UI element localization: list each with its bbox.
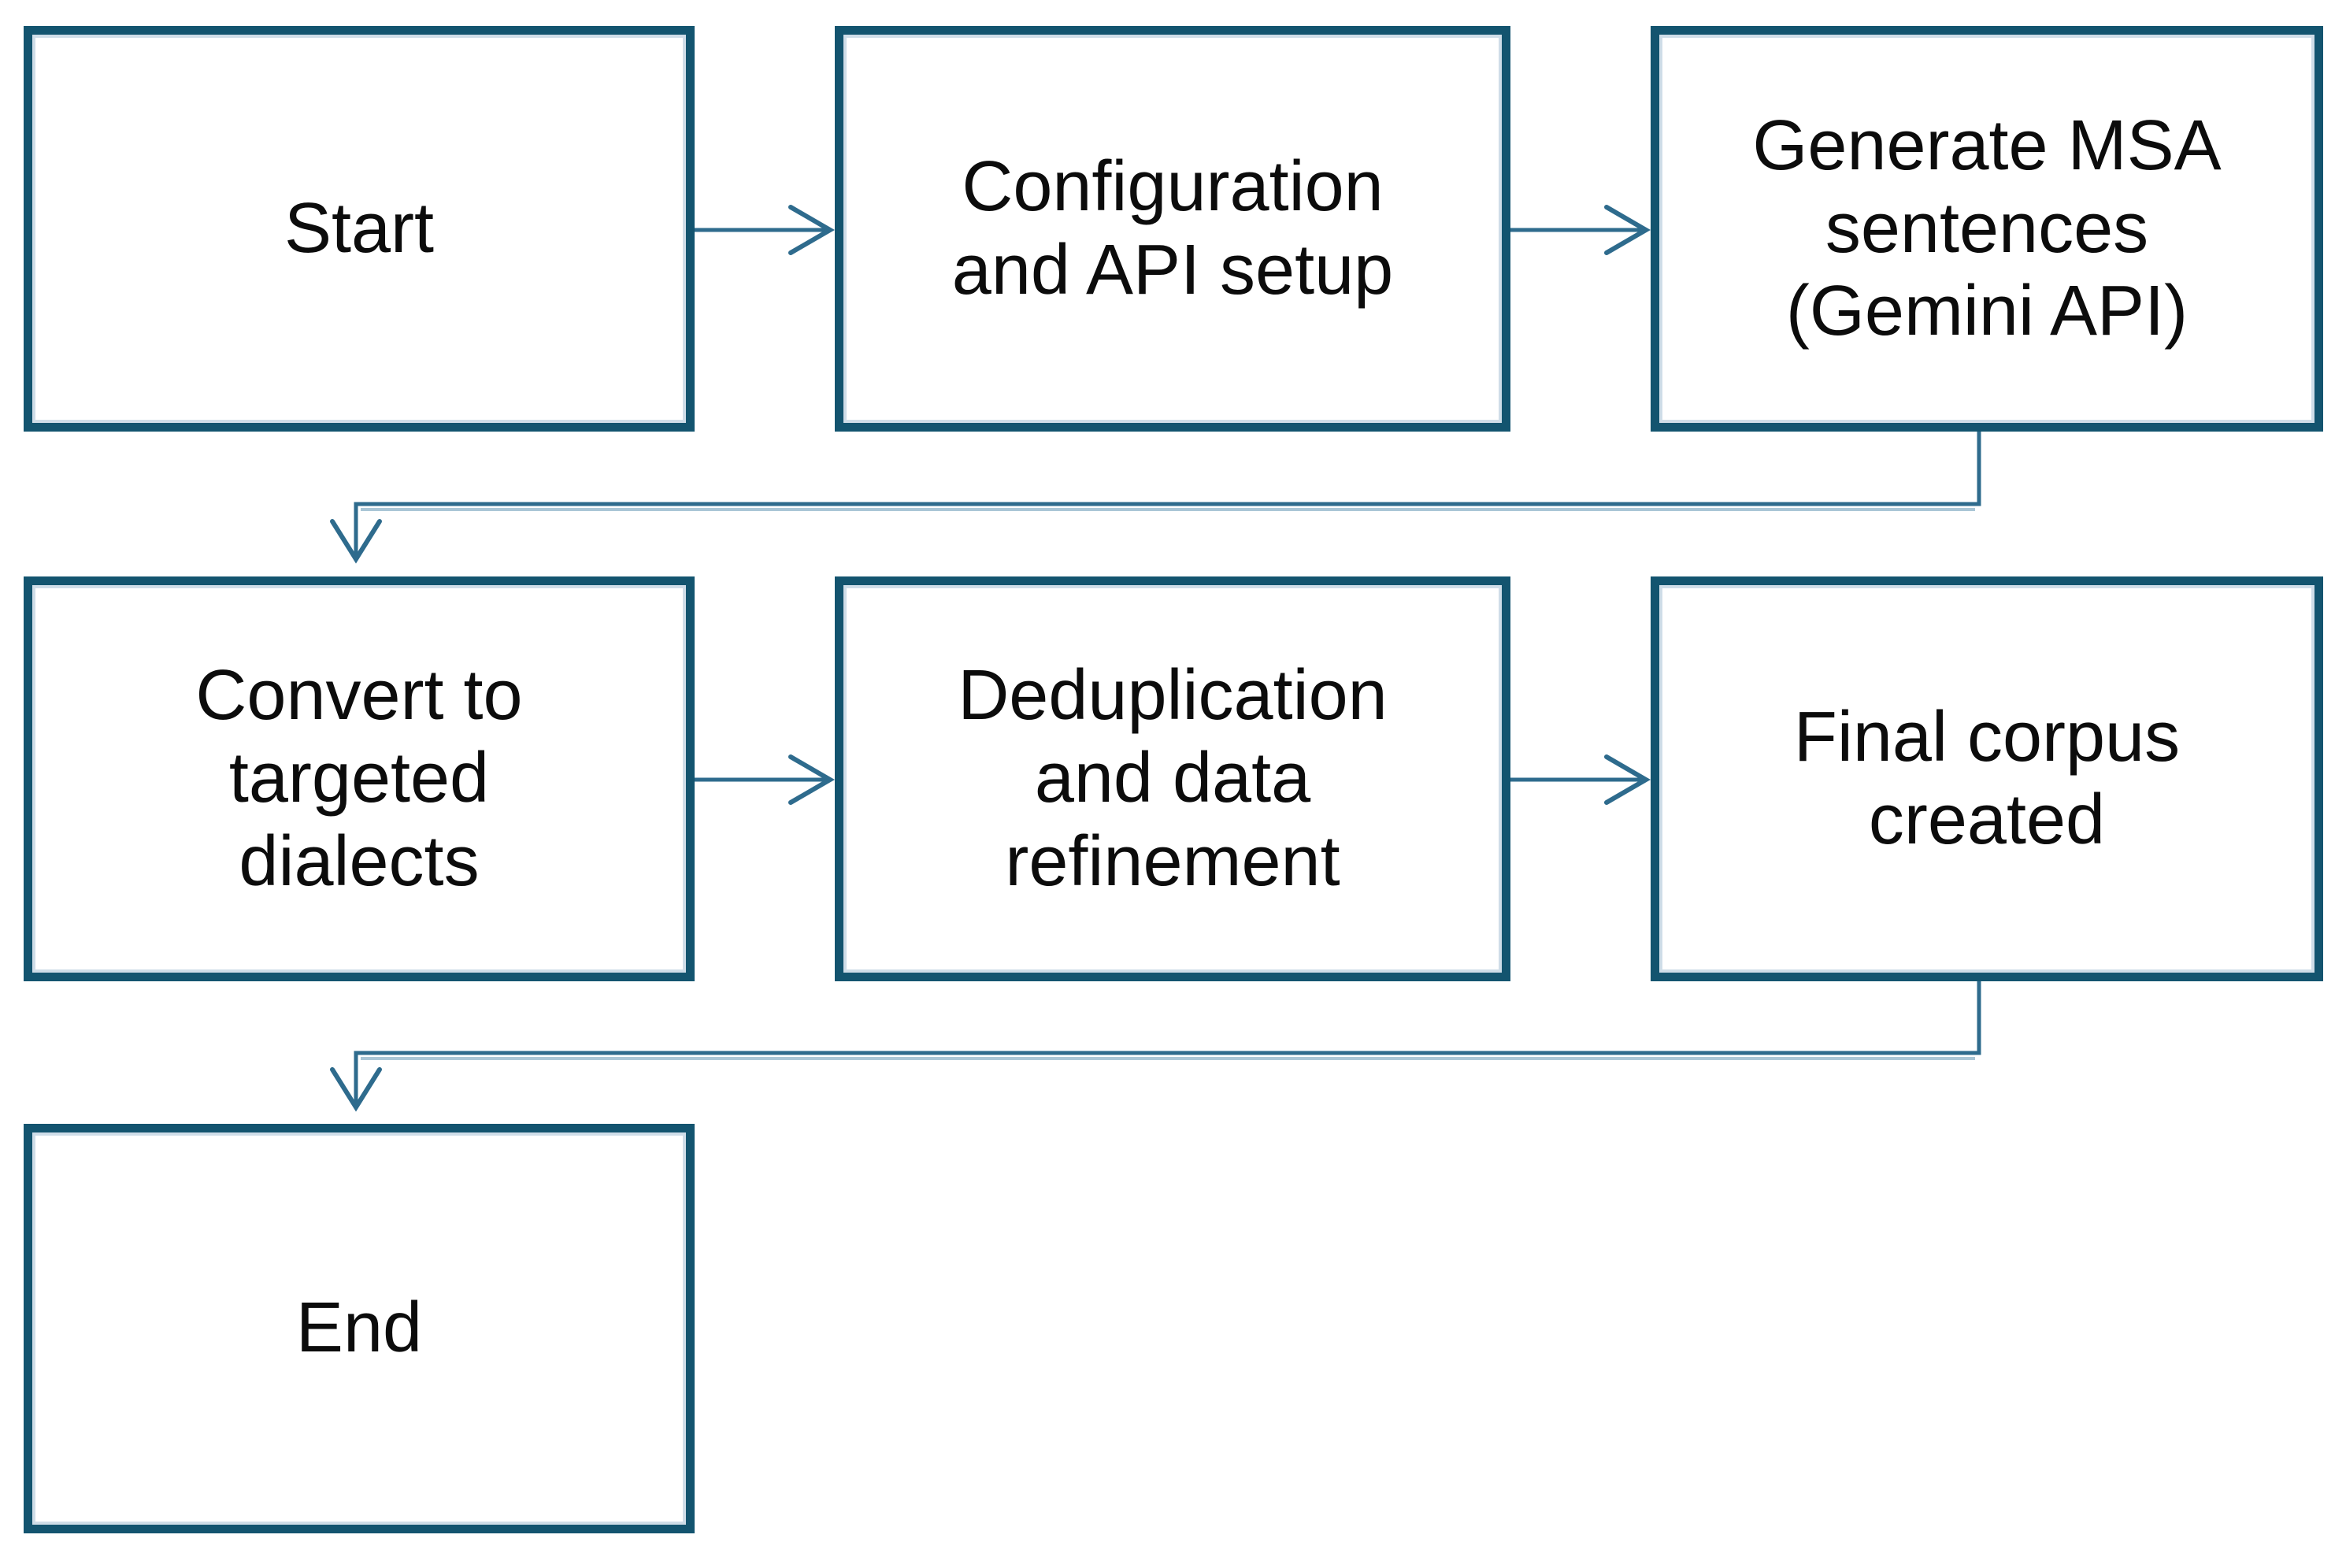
node-dedup-line: Deduplication	[958, 656, 1388, 736]
node-config-line: and API setup	[951, 230, 1394, 310]
node-deduplication-refinement: Deduplication and data refinement	[835, 576, 1510, 981]
node-generate-line: (Gemini API)	[1785, 272, 2188, 351]
edge-config-to-generate	[1510, 205, 1651, 255]
node-config-line: Configuration	[962, 147, 1384, 227]
edge-convert-to-dedup	[695, 754, 835, 805]
edge-dedup-to-final	[1510, 754, 1651, 805]
node-end: End	[24, 1124, 695, 1533]
node-generate-line: Generate MSA	[1752, 106, 2222, 185]
node-final-label: Final corpus created	[1794, 696, 2180, 862]
node-config-label: Configuration and API setup	[952, 146, 1393, 312]
node-generate-msa-sentences: Generate MSA sentences (Gemini API)	[1651, 26, 2323, 432]
node-final-corpus-created: Final corpus created	[1651, 576, 2323, 981]
node-generate-line: sentences	[1825, 188, 2149, 268]
edge-generate-to-convert	[330, 432, 1981, 564]
edge-final-to-end	[330, 981, 1981, 1112]
node-final-line: created	[1868, 780, 2106, 859]
node-final-line: Final corpus	[1793, 697, 2181, 777]
node-end-line: End	[295, 1288, 423, 1368]
node-start-line: Start	[284, 188, 435, 268]
node-configuration-api-setup: Configuration and API setup	[835, 26, 1510, 432]
node-dedup-line: refinement	[1005, 821, 1340, 901]
edge-start-to-config	[695, 205, 835, 255]
node-convert-targeted-dialects: Convert to targeted dialects	[24, 576, 695, 981]
node-convert-line: Convert to	[195, 656, 523, 736]
node-dedup-label: Deduplication and data refinement	[958, 654, 1387, 903]
node-start-label: Start	[284, 187, 434, 270]
node-convert-label: Convert to targeted dialects	[195, 654, 522, 903]
node-convert-line: targeted	[228, 739, 490, 818]
node-end-label: End	[296, 1287, 422, 1370]
node-convert-line: dialects	[239, 821, 480, 901]
node-dedup-line: and data	[1034, 739, 1311, 818]
node-generate-label: Generate MSA sentences (Gemini API)	[1752, 105, 2221, 354]
node-start: Start	[24, 26, 695, 432]
